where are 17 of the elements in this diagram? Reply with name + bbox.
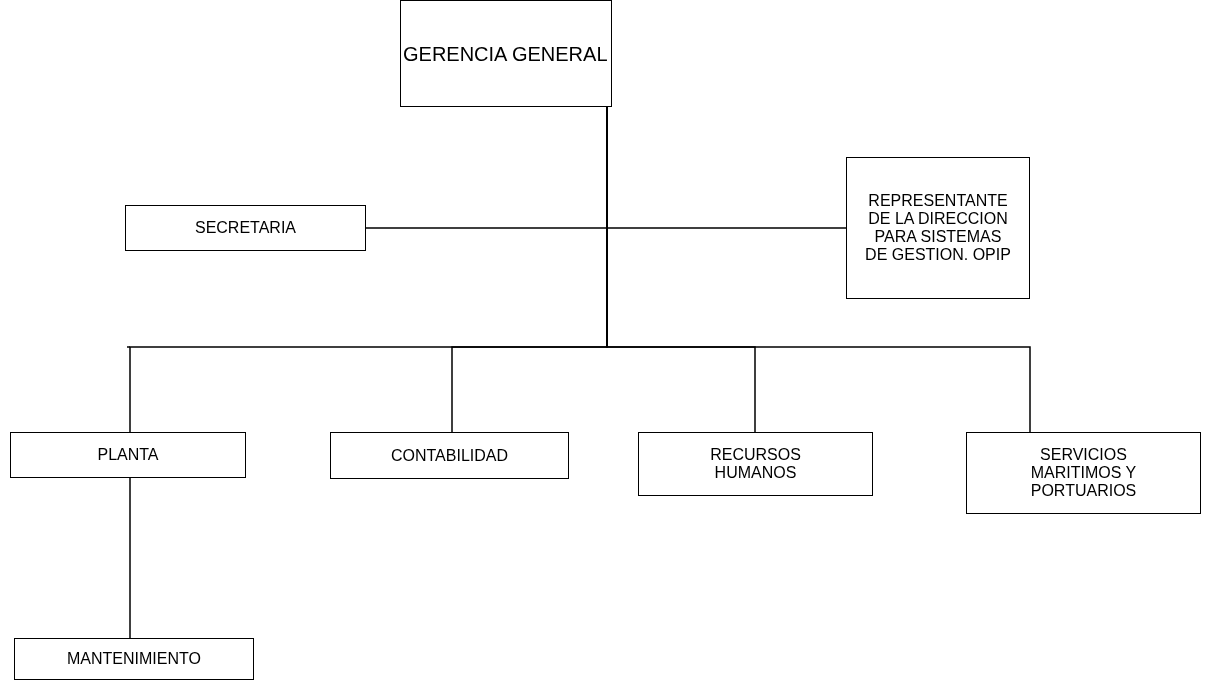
org-box [125, 205, 366, 251]
unit-name: GERENCIA GENERAL [403, 41, 608, 66]
org-box [330, 432, 569, 479]
connector-line [129, 477, 131, 639]
unit-name: REPRESENTANTE DE LA DIRECCION PARA SISTEMAS DE GESTION. OPIP [864, 192, 1012, 264]
org-box [638, 432, 873, 496]
unit-name: MANTENIMIENTO [67, 650, 201, 668]
unit-name: PLANTA [97, 446, 159, 464]
org-box [14, 638, 254, 680]
unit-name: RECURSOS HUMANOS [709, 446, 802, 482]
org-box [846, 157, 1030, 299]
org-box [400, 0, 612, 107]
unit-name: CONTABILIDAD [390, 446, 509, 465]
unit-name: SECRETARIA [194, 219, 297, 237]
org-box [10, 432, 246, 478]
unit-name: SERVICIOS MARITIMOS Y PORTUARIOS [1029, 446, 1138, 500]
org-box [966, 432, 1201, 514]
